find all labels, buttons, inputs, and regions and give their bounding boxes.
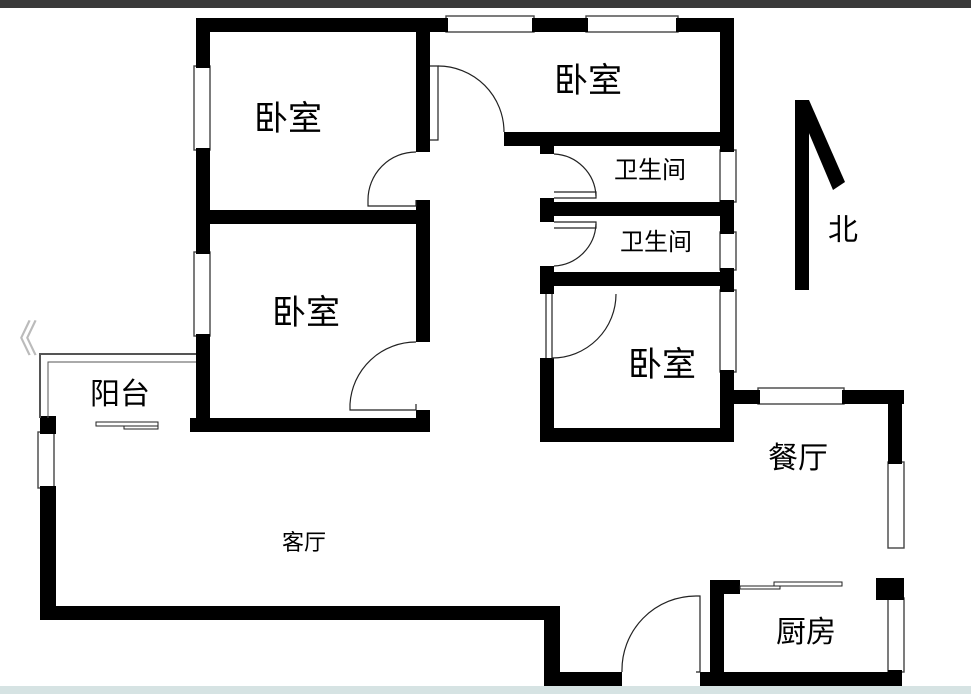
north-arrow-icon xyxy=(795,100,845,290)
window xyxy=(719,231,737,271)
room-label-bathroom-1: 卫生间 xyxy=(614,156,686,184)
windows xyxy=(37,15,905,673)
room-label-bedroom-e: 卧室 xyxy=(628,345,696,385)
top-bar xyxy=(0,0,971,8)
room-label-living-room: 客厅 xyxy=(282,531,326,556)
previous-image-button[interactable]: 《 xyxy=(0,317,39,361)
balcony-railing xyxy=(39,353,196,430)
kitchen-sliding-door xyxy=(739,585,781,590)
room-label-kitchen: 厨房 xyxy=(776,615,836,650)
window xyxy=(37,431,55,489)
kitchen-sliding-door xyxy=(773,581,843,587)
sliding-door xyxy=(123,425,159,430)
room-label-dining-room: 餐厅 xyxy=(768,441,828,476)
sliding-door xyxy=(95,421,159,427)
room-label-balcony: 阳台 xyxy=(90,377,150,412)
window xyxy=(719,149,737,203)
window xyxy=(445,15,535,33)
walls xyxy=(40,18,904,686)
room-label-bathroom-2: 卫生间 xyxy=(620,228,692,256)
window xyxy=(193,65,211,151)
window xyxy=(585,15,679,33)
room-label-bedroom-n: 卧室 xyxy=(554,61,622,101)
compass-label: 北 xyxy=(828,213,858,248)
room-label-bedroom-nw: 卧室 xyxy=(254,99,322,139)
window xyxy=(757,387,845,405)
doors xyxy=(349,65,701,673)
room-label-bedroom-w: 卧室 xyxy=(272,293,340,333)
window xyxy=(719,289,737,373)
window xyxy=(887,597,905,673)
window xyxy=(887,461,905,549)
bottom-bar xyxy=(0,686,971,694)
window xyxy=(193,251,211,337)
